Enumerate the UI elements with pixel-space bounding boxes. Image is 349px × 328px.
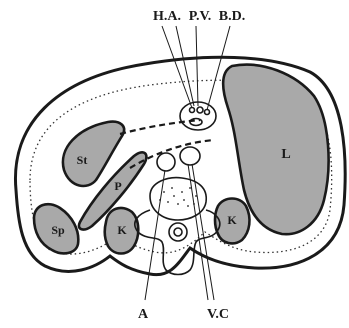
vena-cava-pointer [192,164,214,300]
vena-cava-vessel [180,147,200,165]
bile-duct-vessel [205,110,210,115]
bundle-pointer-extra [176,26,194,106]
pancreas-label: P [114,179,121,193]
hepatic-artery-vessel [190,108,195,113]
aorta-vessel [157,153,175,171]
left-kidney-label: K [117,223,127,237]
aorta-pointer [145,170,165,300]
hepatic-artery-pointer [162,26,192,108]
right-kidney-label: K [227,213,237,227]
spleen-label: Sp [51,223,65,237]
portal-vein-vessel [197,107,203,113]
portal-vein-lumen [190,119,202,126]
liver-label: L [281,147,290,162]
vertebra-stipple [159,187,197,207]
bile-duct-label: B.D. [219,9,245,24]
spinal-cord [174,228,182,236]
spinal-canal [169,223,187,241]
vena-cava-label: V.C [207,307,229,322]
portal-vein-pointer [196,26,198,106]
hepatic-artery-label: H.A. [153,9,181,24]
aorta-label: A [138,307,149,322]
portal-vein-label: P.V. [189,9,212,24]
stomach-label: St [77,153,88,167]
